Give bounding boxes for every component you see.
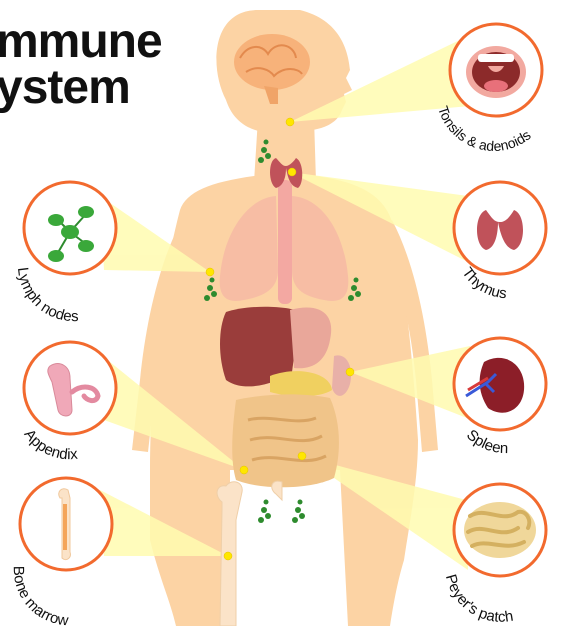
marker-lymph [206, 268, 214, 276]
marker-spleen [346, 368, 354, 376]
marker-appendix [240, 466, 248, 474]
bone-marrow-callout [20, 478, 112, 570]
label-bone-marrow: Bone marrow [10, 566, 70, 626]
lymph-nodes-callout [24, 182, 116, 274]
tonsils-callout [450, 24, 542, 116]
label-peyers: Peyer's patch [442, 573, 515, 626]
marker-thymus [288, 168, 296, 176]
thymus-callout [454, 182, 546, 274]
intestines [232, 394, 339, 487]
marker-bone [224, 552, 232, 560]
marker-peyers [298, 452, 306, 460]
open-mouth-icon [466, 46, 526, 98]
peyers-patch-callout [454, 484, 546, 576]
marker-tonsils [286, 118, 294, 126]
intestine-icon [464, 502, 536, 558]
spleen-callout [454, 338, 546, 430]
appendix-callout [24, 342, 116, 434]
